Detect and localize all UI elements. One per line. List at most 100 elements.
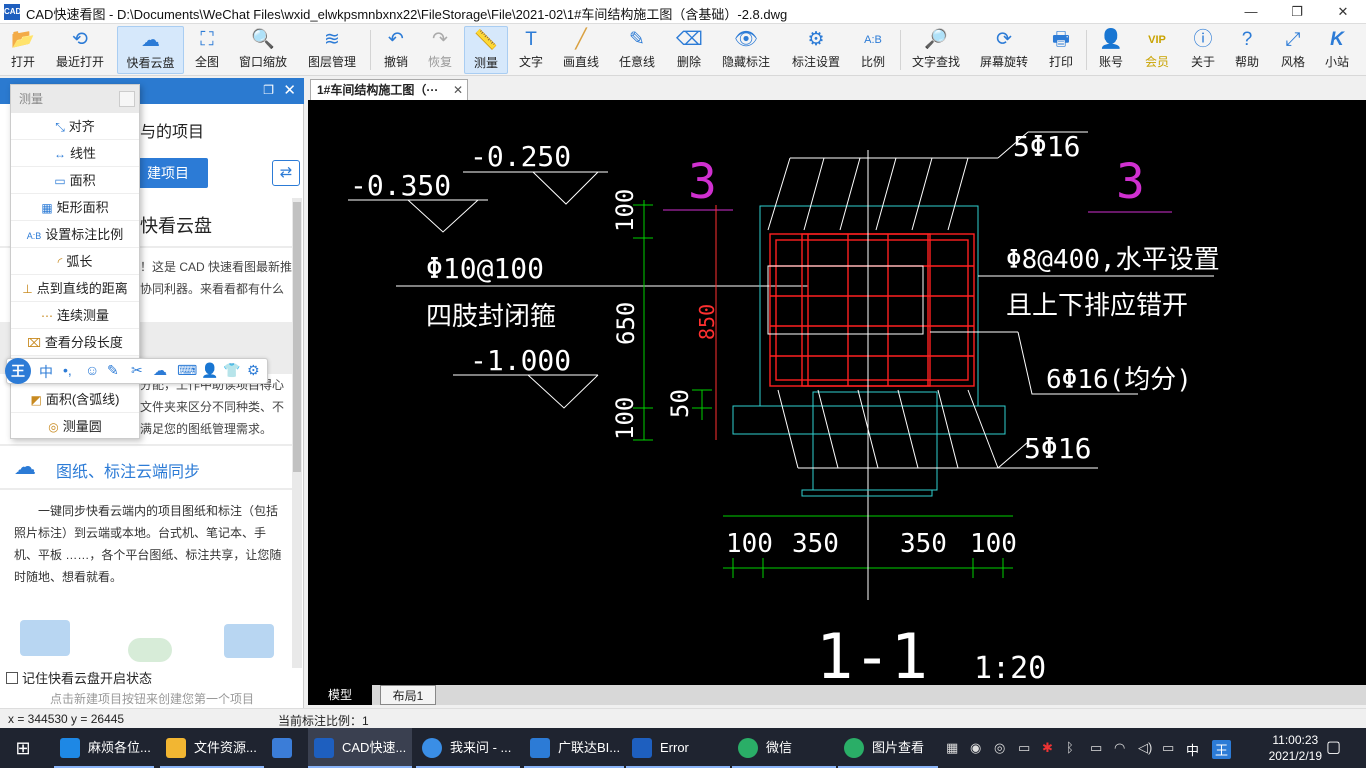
menu-item-point-to-line[interactable]: ⊥点到直线的距离 xyxy=(11,275,139,302)
menu-item-linear[interactable]: ↔线性 xyxy=(11,140,139,167)
rebar-label: 5Φ16 xyxy=(1024,432,1091,465)
minimize-button[interactable]: — xyxy=(1244,4,1258,19)
device-illustration xyxy=(224,624,274,658)
main-toolbar: 📂打开 ⟲最近打开 ☁快看云盘 ⛶全图 🔍窗口缩放 ≋图层管理 ↶撤销 ↷恢复 … xyxy=(0,24,1366,76)
bluetooth-icon[interactable]: ᛒ xyxy=(1066,740,1074,755)
taskbar-item[interactable]: 麻烦各位... xyxy=(54,728,154,768)
menu-item-rect-area[interactable]: ▦矩形面积 xyxy=(11,194,139,221)
cloud-icon: ☁ xyxy=(141,30,160,51)
keyboard-icon[interactable]: ⌨ xyxy=(177,362,198,378)
measure-button[interactable]: 📏测量 xyxy=(464,26,508,74)
menu-item-area[interactable]: ▭面积 xyxy=(11,167,139,194)
cloud-disk-button[interactable]: ☁快看云盘 xyxy=(117,26,184,74)
user-icon[interactable]: 👤 xyxy=(201,362,219,378)
cloud-icon[interactable]: ☁ xyxy=(153,362,167,378)
menu-item-arc-length[interactable]: ◜弧长 xyxy=(11,248,139,275)
settings-icon[interactable]: ⚙ xyxy=(247,362,260,378)
taskbar-item[interactable]: 文件资源... xyxy=(160,728,264,768)
draw-line-button[interactable]: ╱画直线 xyxy=(562,29,599,69)
restore-icon[interactable]: ❐ xyxy=(263,83,274,97)
input-language[interactable]: 中 xyxy=(1186,743,1200,758)
menu-item-align[interactable]: ⤡对齐 xyxy=(11,113,139,140)
maximize-button[interactable]: ❐ xyxy=(1291,4,1303,19)
full-view-button[interactable]: ⛶全图 xyxy=(194,29,219,69)
sync-heading-card: ☁ 图纸、标注云端同步 xyxy=(0,446,292,488)
annotation-settings-button[interactable]: ⚙标注设置 xyxy=(791,29,840,69)
ime-mode[interactable]: 中 xyxy=(39,364,53,380)
delete-button[interactable]: ⌫删除 xyxy=(676,29,703,69)
style-button[interactable]: ⤢风格 xyxy=(1280,29,1305,69)
window-zoom-button[interactable]: 🔍窗口缩放 xyxy=(238,29,287,69)
windows-taskbar: ⊞ 麻烦各位... 文件资源... CAD快速... 我来问 - ... 广联达… xyxy=(0,728,1366,768)
tray-security-icon[interactable]: ✱ xyxy=(1042,740,1053,755)
ime-tray-icon[interactable]: 王 xyxy=(1212,740,1232,759)
taskbar-item[interactable]: 微信 xyxy=(732,728,836,768)
undo-button[interactable]: ↶撤销 xyxy=(383,29,408,69)
redo-button[interactable]: ↷恢复 xyxy=(427,29,452,69)
taskbar-item[interactable] xyxy=(266,728,304,768)
drawing-canvas[interactable]: -0.350 -0.250 -1.000 Φ10@100 四肢封闭箍 3 3 xyxy=(308,100,1366,693)
remember-checkbox[interactable]: 记住快看云盘开启状态 xyxy=(6,668,152,687)
model-tab[interactable]: 模型 xyxy=(308,685,372,705)
stirrup-label: Φ10@100 xyxy=(426,252,544,285)
taskbar-item[interactable]: CAD快速... xyxy=(308,728,412,768)
scissors-icon[interactable]: ✂ xyxy=(131,362,143,378)
recent-button[interactable]: ⟲最近打开 xyxy=(55,29,104,69)
hide-annotation-button[interactable]: 👁隐藏标注 xyxy=(721,29,770,69)
print-button[interactable]: 🖶打印 xyxy=(1048,29,1073,69)
start-icon[interactable]: ⊞ xyxy=(15,738,31,758)
rect-area-icon: ▦ xyxy=(41,201,53,215)
layer-manager-button[interactable]: ≋图层管理 xyxy=(307,29,356,69)
wifi-icon[interactable]: ◠ xyxy=(1114,740,1126,755)
punctuation-icon[interactable]: •, xyxy=(63,362,72,378)
status-bar: x = 344530 y = 26445 当前标注比例：1 xyxy=(0,708,1366,728)
menu-close-icon[interactable] xyxy=(119,91,135,107)
tray-app-icon[interactable]: ▦ xyxy=(946,740,959,755)
notification-icon[interactable]: ▢ xyxy=(1326,739,1342,756)
emoji-icon[interactable]: ☺ xyxy=(85,362,100,378)
undo-icon: ↶ xyxy=(388,29,404,50)
tray-monitor-icon[interactable]: ▭ xyxy=(1018,740,1031,755)
menu-item-circle[interactable]: ◎测量圆 xyxy=(48,419,102,434)
close-button[interactable]: ✕ xyxy=(1337,4,1349,19)
sync-icon[interactable]: ⇄ xyxy=(272,160,300,186)
find-icon: 🔎 xyxy=(924,29,948,50)
align-icon: ⤡ xyxy=(55,120,65,134)
find-text-button[interactable]: 🔎文字查找 xyxy=(911,29,960,69)
ime-logo[interactable]: 王 xyxy=(5,358,31,384)
drawing-tab[interactable]: 1#车间结构施工图（···✕ xyxy=(310,79,468,100)
tab-close-icon[interactable]: ✕ xyxy=(452,83,463,97)
taskbar-item[interactable]: Error xyxy=(626,728,730,768)
new-project-button[interactable]: 建项目 xyxy=(128,158,208,188)
layout1-tab[interactable]: 布局1 xyxy=(380,685,436,705)
volume-icon[interactable]: ◁) xyxy=(1138,740,1153,755)
taskbar-item[interactable]: 广联达BI... xyxy=(524,728,624,768)
tray-wechat-icon[interactable]: ◉ xyxy=(970,740,982,755)
help-button[interactable]: ?帮助 xyxy=(1234,29,1259,69)
panel-scrollbar[interactable] xyxy=(292,198,302,668)
menu-item-segment-length[interactable]: ⌧查看分段长度 xyxy=(11,329,139,356)
account-button[interactable]: 👤账号 xyxy=(1098,29,1123,69)
battery-icon[interactable]: ▭ xyxy=(1090,740,1103,755)
dimension-label: 100 xyxy=(970,529,1017,559)
taskbar-item[interactable]: 图片查看 xyxy=(838,728,938,768)
network-icon[interactable]: ▭ xyxy=(1162,740,1175,755)
tray-chat-icon[interactable]: ◎ xyxy=(994,740,1006,755)
pen-icon[interactable]: ✎ xyxy=(107,362,119,378)
rotate-screen-button[interactable]: ⟳屏幕旋转 xyxy=(979,29,1028,69)
menu-item-continuous[interactable]: ⋯连续测量 xyxy=(11,302,139,329)
freehand-button[interactable]: ✎任意线 xyxy=(618,29,655,69)
app-icon: CAD xyxy=(4,4,21,20)
panel-close-icon[interactable]: ✕ xyxy=(283,82,296,99)
skin-icon[interactable]: 👕 xyxy=(223,362,241,378)
open-button[interactable]: 📂打开 xyxy=(10,29,35,69)
menu-item-area-arc[interactable]: ◩面积(含弧线) xyxy=(11,386,139,413)
taskbar-item[interactable]: 我来问 - ... xyxy=(416,728,520,768)
